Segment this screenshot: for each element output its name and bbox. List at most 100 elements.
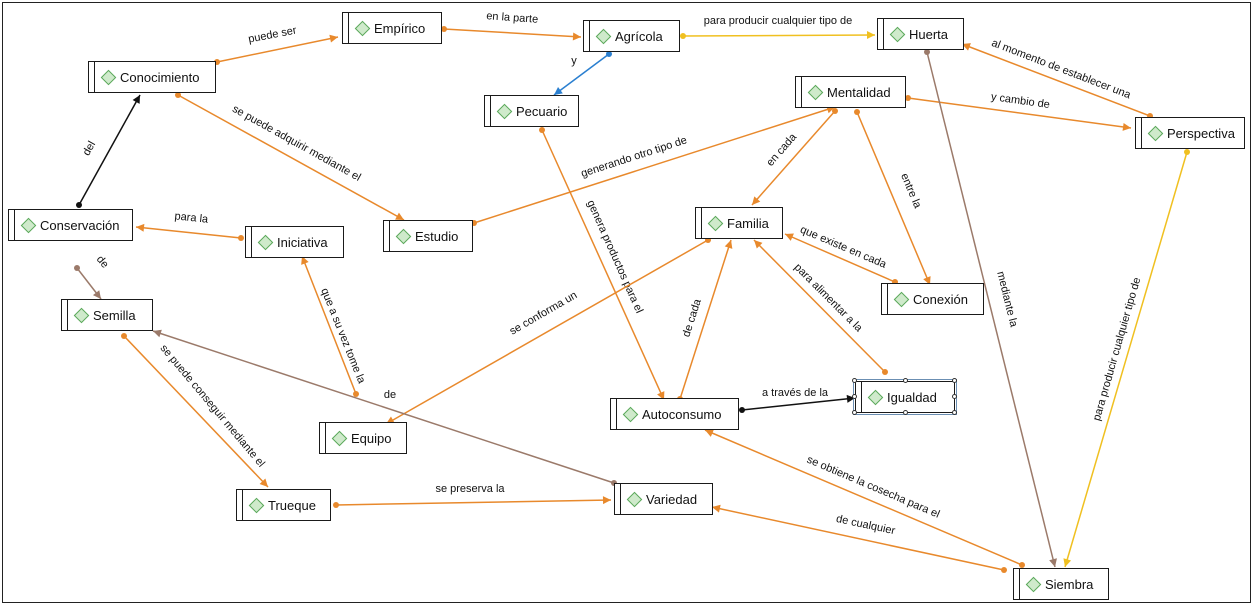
- node-bar: [89, 62, 95, 92]
- node-variedad[interactable]: Variedad: [614, 483, 713, 515]
- connector-start-dot: [905, 95, 911, 101]
- node-huerta[interactable]: Huerta: [877, 18, 964, 50]
- resize-handle[interactable]: [852, 378, 857, 383]
- edge-label: de cualquier: [835, 513, 896, 537]
- node-bar: [696, 208, 702, 238]
- edge-se-preserva[interactable]: se preserva la: [333, 483, 612, 508]
- edge-para-la[interactable]: para la: [135, 210, 244, 241]
- arrowhead-icon: [329, 34, 338, 43]
- node-bar: [62, 300, 68, 330]
- edge-label: para alimentar a la: [792, 261, 866, 335]
- node-mentalidad[interactable]: Mentalidad: [795, 76, 906, 108]
- edge-de-cada[interactable]: de cada: [677, 239, 733, 402]
- connector-start-dot: [924, 49, 930, 55]
- connector-start-dot: [739, 407, 745, 413]
- edge-se-puede-conseguir[interactable]: se puede conseguir mediante el: [121, 333, 269, 488]
- node-label: Conservación: [40, 217, 120, 233]
- concept-diamond-icon: [893, 291, 910, 307]
- node-pecuario[interactable]: Pecuario: [484, 95, 579, 127]
- edge-a-traves[interactable]: a través de la: [739, 387, 856, 413]
- node-perspectiva[interactable]: Perspectiva: [1135, 117, 1245, 149]
- node-semilla[interactable]: Semilla: [61, 299, 153, 331]
- arrowhead-icon: [132, 95, 140, 104]
- resize-handle[interactable]: [952, 394, 957, 399]
- edge-se-puede-adquirir[interactable]: se puede adquirir mediante el: [175, 92, 405, 221]
- node-conservacion[interactable]: Conservación: [8, 209, 133, 241]
- concept-diamond-icon: [257, 234, 274, 250]
- node-bar: [796, 77, 802, 107]
- node-igualdad[interactable]: Igualdad: [853, 379, 957, 415]
- arrowhead-icon: [136, 223, 145, 232]
- node-conexion[interactable]: Conexión: [881, 283, 984, 315]
- connector-start-dot: [175, 92, 181, 98]
- edge-del[interactable]: del: [76, 94, 141, 208]
- node-conocimiento[interactable]: Conocimiento: [88, 61, 216, 93]
- connector-start-dot: [854, 109, 860, 115]
- arrowhead-icon: [259, 478, 268, 487]
- resize-handle[interactable]: [852, 410, 857, 415]
- node-familia[interactable]: Familia: [695, 207, 783, 239]
- edge-label: genera productos para el: [584, 198, 645, 315]
- edge-label: para producir cualquier tipo de: [1091, 276, 1143, 422]
- resize-handle[interactable]: [903, 378, 908, 383]
- node-bar: [615, 484, 621, 514]
- resize-handle[interactable]: [903, 410, 908, 415]
- node-bar: [9, 210, 15, 240]
- edge-label: mediante la: [994, 270, 1020, 329]
- edge-de-cualquier[interactable]: de cualquier: [711, 504, 1007, 573]
- edge-puede-ser[interactable]: puede ser: [214, 24, 339, 65]
- resize-handle[interactable]: [952, 378, 957, 383]
- connector-start-dot: [238, 235, 244, 241]
- arrowhead-icon: [846, 394, 855, 403]
- connector-start-dot: [832, 108, 838, 114]
- node-empirico[interactable]: Empírico: [342, 12, 442, 44]
- edge-en-la-parte[interactable]: en la parte: [441, 10, 582, 41]
- arrowhead-icon: [962, 43, 971, 51]
- edge-en-cada[interactable]: en cada: [751, 108, 838, 206]
- edge-se-obtiene[interactable]: se obtiene la cosecha para el: [704, 429, 1025, 568]
- node-label: Variedad: [646, 491, 698, 507]
- edge-label: del: [81, 139, 99, 158]
- node-agricola[interactable]: Agrícola: [583, 20, 680, 52]
- node-label: Familia: [727, 215, 769, 231]
- node-estudio[interactable]: Estudio: [383, 220, 473, 252]
- node-equipo[interactable]: Equipo: [319, 422, 407, 454]
- arrowhead-icon: [785, 233, 794, 241]
- node-label: Huerta: [909, 26, 949, 42]
- edge-label: de cada: [680, 297, 704, 339]
- edge-para-producir-siembra[interactable]: para producir cualquier tipo de: [1063, 149, 1190, 568]
- node-siembra[interactable]: Siembra: [1013, 568, 1109, 600]
- edge-label: generando otro tipo de: [580, 134, 689, 180]
- edge-al-momento[interactable]: al momento de establecer una: [961, 37, 1153, 119]
- node-trueque[interactable]: Trueque: [236, 489, 331, 521]
- resize-handle[interactable]: [852, 394, 857, 399]
- edge-y[interactable]: y: [553, 51, 612, 96]
- arrowhead-icon: [301, 256, 309, 265]
- edge-que-a-su-vez[interactable]: que a su vez tome la: [301, 255, 368, 397]
- arrowhead-icon: [923, 276, 931, 285]
- node-label: Siembra: [1045, 576, 1094, 592]
- node-bar: [1014, 569, 1020, 599]
- node-label: Trueque: [268, 497, 316, 513]
- node-autoconsumo[interactable]: Autoconsumo: [610, 398, 739, 430]
- connector-start-dot: [606, 51, 612, 57]
- edge-label: al momento de establecer una: [990, 37, 1133, 102]
- edge-de[interactable]: de: [74, 254, 111, 300]
- edge-label: y cambio de: [990, 91, 1050, 111]
- arrowhead-icon: [1049, 558, 1057, 567]
- connector-start-dot: [121, 333, 127, 339]
- concept-diamond-icon: [100, 69, 117, 85]
- connector-start-dot: [441, 26, 447, 32]
- node-label: Equipo: [351, 430, 392, 446]
- node-label: Iniciativa: [277, 234, 328, 250]
- node-iniciativa[interactable]: Iniciativa: [245, 226, 344, 258]
- arrowhead-icon: [572, 32, 581, 41]
- arrowhead-icon: [1122, 122, 1131, 131]
- node-label: Conocimiento: [120, 69, 200, 85]
- edge-para-producir-huerta[interactable]: para producir cualquier tipo de: [680, 15, 876, 40]
- edge-label: se puede conseguir mediante el: [158, 342, 267, 469]
- resize-handle[interactable]: [952, 410, 957, 415]
- connector-start-dot: [353, 391, 359, 397]
- concept-diamond-icon: [807, 84, 824, 100]
- node-bar: [882, 284, 888, 314]
